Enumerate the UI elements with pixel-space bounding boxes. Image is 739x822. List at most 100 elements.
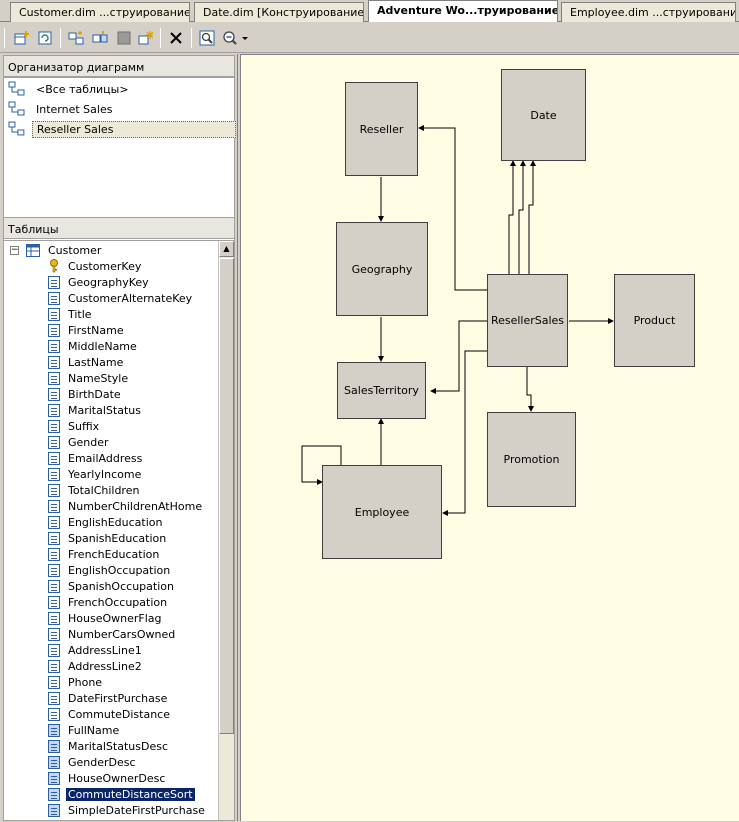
relationship-line[interactable] <box>430 320 487 394</box>
column-label: Suffix <box>68 419 100 433</box>
column-item[interactable]: TotalChildren <box>48 482 141 498</box>
column-icon <box>48 403 60 417</box>
scroll-thumb[interactable] <box>219 258 234 734</box>
collapse-toggle[interactable]: − <box>10 244 19 255</box>
relationship-line[interactable] <box>518 160 526 274</box>
column-item[interactable]: MaritalStatusDesc <box>48 738 170 754</box>
column-item[interactable]: EmailAddress <box>48 450 144 466</box>
add-table-icon[interactable] <box>12 28 32 48</box>
column-label: MiddleName <box>68 339 137 353</box>
column-item[interactable]: HouseOwnerFlag <box>48 610 164 626</box>
scroll-up-button[interactable]: ▲ <box>219 241 234 257</box>
calculated-column-icon <box>48 771 60 785</box>
column-item[interactable]: NameStyle <box>48 370 130 386</box>
tab-employee-dim[interactable]: Employee.dim ...струирование] <box>561 2 736 22</box>
column-item[interactable]: MiddleName <box>48 338 139 354</box>
tab-adventure-works-dsv[interactable]: Adventure Wo...труирование]* <box>368 0 558 22</box>
diagram-table-salesterritory[interactable]: SalesTerritory <box>337 362 426 419</box>
diagram-table-date[interactable]: Date <box>501 69 586 161</box>
tab-customer-dim[interactable]: Customer.dim ...струирование] <box>10 2 190 22</box>
column-item[interactable]: LastName <box>48 354 125 370</box>
column-item[interactable]: CommuteDistance <box>48 706 172 722</box>
relationship-line[interactable] <box>526 367 534 412</box>
relationship-line[interactable] <box>418 125 487 291</box>
pane-splitter[interactable] <box>237 54 240 821</box>
relationship-line[interactable] <box>508 160 516 274</box>
diagram-canvas[interactable]: Reseller Date Geography ResellerSales Pr… <box>240 54 739 821</box>
diagram-table-product[interactable]: Product <box>614 274 695 367</box>
relationship-line[interactable] <box>442 350 487 516</box>
tree-node-customer[interactable]: − Customer <box>10 242 103 258</box>
column-item[interactable]: HouseOwnerDesc <box>48 770 167 786</box>
column-icon <box>48 483 60 497</box>
column-item[interactable]: Suffix <box>48 418 101 434</box>
column-item[interactable]: BirthDate <box>48 386 123 402</box>
column-item[interactable]: CommuteDistanceSort <box>48 786 195 802</box>
column-item[interactable]: CustomerKey <box>48 258 143 274</box>
column-item[interactable]: SpanishOccupation <box>48 578 176 594</box>
column-label: FrenchOccupation <box>68 595 168 609</box>
column-icon <box>48 435 60 449</box>
column-label: CustomerAlternateKey <box>68 291 193 305</box>
column-item[interactable]: FirstName <box>48 322 126 338</box>
column-item[interactable]: EnglishOccupation <box>48 562 172 578</box>
zoom-out-icon[interactable] <box>220 28 240 48</box>
column-icon <box>48 563 60 577</box>
column-label: HouseOwnerFlag <box>68 611 162 625</box>
key-icon <box>50 259 58 273</box>
diagram-table-promotion[interactable]: Promotion <box>487 412 576 507</box>
new-named-query-icon[interactable] <box>66 28 86 48</box>
zoom-fit-icon[interactable] <box>197 28 217 48</box>
replace-table-icon[interactable] <box>114 28 134 48</box>
diagram-table-employee[interactable]: Employee <box>322 465 442 559</box>
diagram-item-internet-sales[interactable]: Internet Sales <box>8 100 236 118</box>
column-label: SpanishEducation <box>68 531 167 545</box>
column-icon <box>48 627 60 641</box>
column-item[interactable]: CustomerAlternateKey <box>48 290 194 306</box>
diagram-table-resellersales[interactable]: ResellerSales <box>487 274 568 367</box>
column-label: AddressLine1 <box>68 643 142 657</box>
column-item[interactable]: AddressLine1 <box>48 642 144 658</box>
column-item[interactable]: Phone <box>48 674 104 690</box>
dropdown-arrow-icon[interactable] <box>240 28 250 48</box>
diagram-item-all-tables[interactable]: <Все таблицы> <box>8 80 236 98</box>
column-item[interactable]: AddressLine2 <box>48 658 144 674</box>
column-icon <box>48 307 60 321</box>
column-item[interactable]: FrenchOccupation <box>48 594 169 610</box>
relationship-line[interactable] <box>301 445 342 485</box>
column-item[interactable]: NumberChildrenAtHome <box>48 498 204 514</box>
column-item[interactable]: MaritalStatus <box>48 402 143 418</box>
column-item[interactable]: GeographyKey <box>48 274 151 290</box>
column-icon <box>48 675 60 689</box>
column-item[interactable]: EnglishEducation <box>48 514 164 530</box>
diagram-table-reseller[interactable]: Reseller <box>345 82 418 176</box>
diagram-item-label: Internet Sales <box>36 102 113 116</box>
relationship-line[interactable] <box>528 160 536 274</box>
column-label: TotalChildren <box>68 483 140 497</box>
column-item[interactable]: DateFirstPurchase <box>48 690 169 706</box>
delete-icon[interactable] <box>166 28 186 48</box>
column-label: NumberChildrenAtHome <box>68 499 203 513</box>
table-title: Date <box>530 108 557 122</box>
column-item[interactable]: Title <box>48 306 94 322</box>
column-item[interactable]: FullName <box>48 722 121 738</box>
column-item[interactable]: GenderDesc <box>48 754 138 770</box>
table-title: SalesTerritory <box>344 384 419 397</box>
refresh-icon[interactable] <box>35 28 55 48</box>
column-item[interactable]: NumberCarsOwned <box>48 626 177 642</box>
column-item[interactable]: Gender <box>48 434 111 450</box>
column-item[interactable]: SpanishEducation <box>48 530 168 546</box>
relationship-lines <box>301 125 614 516</box>
diagram-item-reseller-sales[interactable]: Reseller Sales <box>8 120 236 138</box>
column-item[interactable]: FrenchEducation <box>48 546 161 562</box>
column-item[interactable]: SimpleDateFirstPurchase <box>48 802 207 818</box>
column-label: DateFirstPurchase <box>68 691 168 705</box>
tables-scrollbar[interactable]: ▲ <box>218 241 234 820</box>
column-item[interactable]: YearlyIncome <box>48 466 143 482</box>
diagram-table-geography[interactable]: Geography <box>336 222 428 316</box>
new-relationship-icon[interactable] <box>90 28 110 48</box>
tab-date-dim[interactable]: Date.dim [Конструирование] <box>194 2 364 22</box>
new-calculation-icon[interactable] <box>136 28 156 48</box>
toolbar-separator <box>4 28 5 48</box>
